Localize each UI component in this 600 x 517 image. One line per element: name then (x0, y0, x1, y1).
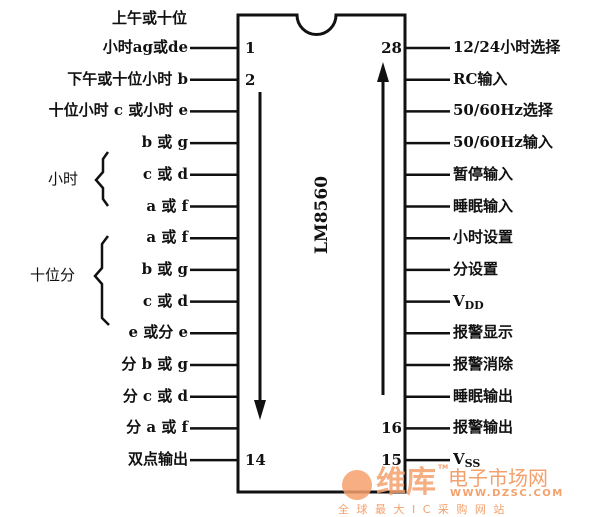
watermark-slogan: 全 球 最 大 I C 采 购 网 站 (338, 503, 507, 516)
watermark-site-name: 电子市场网 (448, 466, 548, 490)
left-pin-label: 分 a 或 f (126, 418, 188, 437)
right-pin-subscript: DD (464, 298, 484, 312)
left-pin-number: 14 (245, 451, 266, 470)
left-pin-label: 小时ag或de (102, 38, 188, 56)
left-pin-label: b 或 g (141, 259, 188, 278)
right-pin-subscript: SS (464, 457, 481, 471)
right-pin-text: 暂停输入 (453, 164, 514, 183)
right-pin-label: 报警消除 (453, 355, 513, 373)
group-label-hours: 小时 (48, 170, 79, 188)
right-pin-label: 睡眠输入 (453, 197, 513, 215)
right-pin-label: 小时设置 (453, 228, 513, 246)
left-pin-label: 分 c 或 d (122, 386, 188, 405)
right-pin-label: 12/24小时选择 (453, 38, 560, 56)
right-pin-text: 睡眠输入 (453, 196, 514, 215)
left-pin-label: b 或 g (141, 133, 188, 152)
right-pin-text: 睡眠输出 (453, 386, 514, 405)
right-pin-text: 报警显示 (453, 323, 514, 342)
right-pin-label: 分设置 (453, 260, 498, 278)
right-pin-label: 暂停输入 (453, 165, 513, 183)
left-pin-label: c 或 d (142, 291, 188, 310)
left-pin-label: 下午或十位小时 b (67, 69, 188, 88)
left-pin-label: 十位小时 c 或小时 e (48, 101, 188, 120)
right-pin-text: 小时设置 (453, 228, 514, 247)
right-pin-text: V (453, 450, 465, 469)
group-label-tens-minutes: 十位分 (30, 266, 76, 284)
left-pin-number: 2 (245, 70, 256, 89)
left-pin-label: a 或 f (146, 196, 188, 215)
left-top-label: 上午或十位 (111, 9, 187, 27)
left-pin-label: 双点输出 (127, 450, 188, 469)
left-pin-number: 1 (245, 39, 256, 57)
right-pin-number: 15 (381, 451, 402, 470)
right-pin-label: RC输入 (453, 70, 507, 88)
right-pin-number: 16 (381, 419, 402, 438)
right-pin-text: 报警消除 (453, 355, 514, 373)
right-pin-text: V (453, 291, 465, 310)
left-pin-label: c 或 d (142, 164, 188, 183)
watermark-logo-icon (342, 470, 372, 500)
left-pin-label: 分 b 或 g (121, 355, 188, 373)
right-pin-label: VSS (453, 450, 480, 473)
watermark: 维库 TM 电子市场网 WWW.DZSC.COM 全 球 最 大 I C 采 购… (338, 464, 600, 516)
right-pin-number: 28 (381, 39, 402, 57)
left-pin-label: a 或 f (146, 228, 188, 247)
watermark-url: WWW.DZSC.COM (450, 488, 564, 499)
chip-label: LM8560 (312, 175, 332, 255)
right-pin-text: 12/24小时选择 (453, 38, 561, 56)
right-pin-text: 报警输出 (453, 418, 514, 437)
watermark-brand: 维库 (376, 465, 436, 500)
right-pin-label: VDD (453, 292, 484, 315)
right-pin-text: 分设置 (453, 259, 499, 278)
right-pin-label: 50/60Hz选择 (453, 101, 553, 119)
right-pin-text: 50/60Hz输入 (453, 133, 553, 152)
right-pin-label: 报警显示 (453, 323, 513, 341)
right-pin-label: 睡眠输出 (453, 387, 513, 405)
left-pin-label: e 或分 e (128, 323, 188, 342)
right-pin-label: 报警输出 (453, 418, 513, 436)
right-pin-text: 50/60Hz选择 (453, 101, 553, 120)
right-pin-label: 50/60Hz输入 (453, 133, 553, 151)
right-pin-text: RC输入 (453, 69, 508, 88)
watermark-tm: TM (438, 464, 449, 471)
